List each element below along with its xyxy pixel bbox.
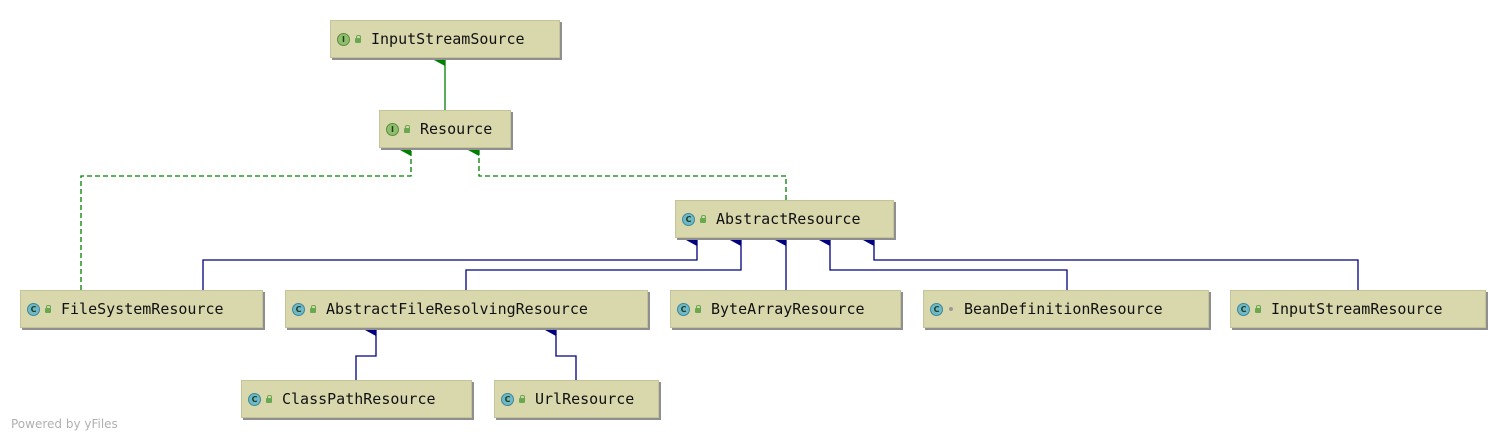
class-icon: C: [677, 302, 690, 316]
node-label: InputStreamResource: [1271, 300, 1443, 318]
node-label: ByteArrayResource: [711, 300, 865, 318]
node-input-stream-source[interactable]: I InputStreamSource: [330, 20, 560, 58]
edge-abstract_resource-to-resource: [468, 144, 787, 200]
class-icon: C: [248, 392, 261, 406]
class-icon: C: [292, 302, 305, 316]
node-input-stream-resource[interactable]: C InputStreamResource: [1230, 290, 1486, 328]
edge-input_stream_resource-to-abstract_resource: [863, 234, 1359, 290]
edge-bean_definition_resource-to-abstract_resource: [819, 234, 1068, 290]
public-visibility-icon: [403, 125, 411, 133]
node-label: Resource: [420, 120, 493, 138]
class-icon: C: [501, 392, 514, 406]
public-visibility-icon: [265, 395, 273, 403]
node-label: UrlResource: [535, 390, 635, 408]
node-resource[interactable]: I Resource: [379, 110, 511, 148]
node-label: AbstractFileResolvingResource: [326, 300, 588, 318]
edge-file_system_resource-to-abstract_resource: [202, 234, 698, 290]
yfiles-credit: Powered by yFiles: [11, 417, 118, 431]
edge-abstract_file_resolving_resource-to-abstract_resource: [465, 234, 742, 290]
node-label: ClassPathResource: [282, 390, 436, 408]
class-icon: C: [682, 212, 695, 226]
public-visibility-icon: [694, 305, 702, 313]
node-class-path-resource[interactable]: C ClassPathResource: [241, 380, 472, 418]
interface-icon: I: [386, 122, 399, 136]
class-icon: C: [27, 302, 40, 316]
node-label: FileSystemResource: [61, 300, 224, 318]
public-visibility-icon: [518, 395, 526, 403]
node-file-system-resource[interactable]: C FileSystemResource: [20, 290, 263, 328]
package-private-visibility-icon: [947, 305, 955, 313]
node-abstract-file-resolving-resource[interactable]: C AbstractFileResolvingResource: [285, 290, 648, 328]
public-visibility-icon: [699, 215, 707, 223]
node-byte-array-resource[interactable]: C ByteArrayResource: [670, 290, 901, 328]
node-label: InputStreamSource: [371, 30, 525, 48]
node-bean-definition-resource[interactable]: C BeanDefinitionResource: [923, 290, 1209, 328]
public-visibility-icon: [44, 305, 52, 313]
class-icon: C: [1237, 302, 1250, 316]
edge-class_path_resource-to-abstract_file_resolving_resource: [355, 324, 377, 380]
edge-file_system_resource-to-resource: [80, 144, 412, 290]
public-visibility-icon: [354, 35, 362, 43]
class-icon: C: [930, 302, 943, 316]
node-label: AbstractResource: [716, 210, 861, 228]
node-abstract-resource[interactable]: C AbstractResource: [675, 200, 894, 238]
edge-url_resource-to-abstract_file_resolving_resource: [545, 324, 577, 380]
node-label: BeanDefinitionResource: [964, 300, 1163, 318]
node-url-resource[interactable]: C UrlResource: [494, 380, 659, 418]
public-visibility-icon: [309, 305, 317, 313]
interface-icon: I: [337, 32, 350, 46]
public-visibility-icon: [1254, 305, 1262, 313]
